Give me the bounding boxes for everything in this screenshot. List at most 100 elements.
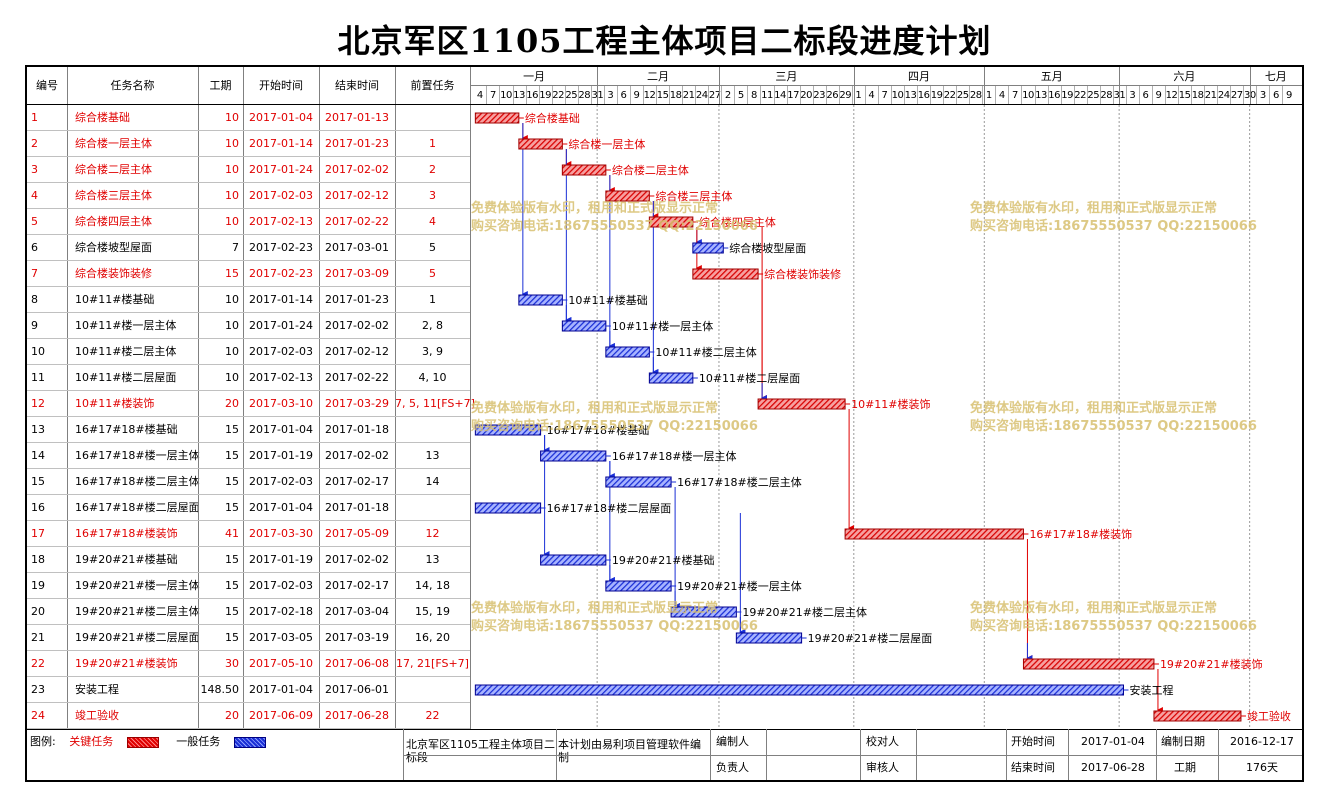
task-duration: 148.50 bbox=[200, 683, 240, 696]
task-duration: 10 bbox=[225, 345, 239, 358]
task-id: 11 bbox=[31, 371, 45, 384]
timeline-month: 五月 bbox=[1040, 70, 1063, 83]
legend-normal-label: 一般任务 bbox=[176, 735, 221, 748]
col-header-id[interactable]: 编号 bbox=[36, 79, 58, 92]
timeline-day: 16 bbox=[917, 90, 930, 101]
gantt-bar[interactable] bbox=[692, 268, 759, 280]
gantt-bar-label: 综合楼坡型屋面 bbox=[729, 241, 806, 255]
task-start: 2017-01-04 bbox=[249, 501, 313, 514]
gantt-bar[interactable] bbox=[561, 320, 607, 332]
timeline-day: 22 bbox=[943, 90, 956, 101]
timeline-day: 14 bbox=[774, 90, 786, 101]
grid-line bbox=[695, 86, 696, 104]
grid-line bbox=[708, 86, 709, 104]
gantt-bar[interactable] bbox=[474, 502, 542, 514]
grid-line bbox=[565, 86, 566, 104]
grid-line bbox=[27, 182, 470, 183]
task-name: 19#20#21#楼二层主体 bbox=[75, 605, 200, 618]
grid-line bbox=[766, 729, 767, 780]
gantt-bar[interactable] bbox=[735, 632, 803, 644]
task-pred: 2 bbox=[429, 163, 436, 176]
gantt-bar[interactable] bbox=[540, 554, 607, 566]
gantt-bar[interactable] bbox=[648, 216, 694, 228]
gantt-bar[interactable] bbox=[518, 138, 563, 150]
task-pred: 1 bbox=[429, 137, 436, 150]
col-header-duration[interactable]: 工期 bbox=[209, 79, 232, 92]
gantt-bar[interactable] bbox=[648, 372, 694, 384]
gantt-bar[interactable] bbox=[474, 684, 1125, 696]
task-name: 综合楼三层主体 bbox=[75, 189, 152, 202]
timeline-day: 28 bbox=[1100, 90, 1113, 101]
timeline-day: 21 bbox=[1204, 90, 1217, 101]
gantt-bar-label: 10#11#楼二层屋面 bbox=[699, 371, 800, 385]
gantt-bar-label: 10#11#楼装饰 bbox=[851, 397, 930, 411]
gantt-bar[interactable] bbox=[474, 424, 542, 436]
task-pred: 13 bbox=[425, 553, 440, 566]
gantt-bar-label: 16#17#18#楼基础 bbox=[547, 423, 650, 437]
grid-line bbox=[591, 86, 592, 104]
grid-line bbox=[1074, 86, 1075, 104]
gantt-bar[interactable] bbox=[540, 450, 607, 462]
grid-line bbox=[916, 729, 917, 780]
gantt-bar-label: 19#20#21#楼装饰 bbox=[1160, 657, 1263, 671]
gantt-bar[interactable] bbox=[757, 398, 846, 410]
gantt-bar[interactable] bbox=[518, 294, 563, 306]
task-id: 16 bbox=[31, 501, 45, 514]
grid-line bbox=[27, 208, 470, 209]
timeline-day: 25 bbox=[1087, 90, 1100, 101]
gantt-bar[interactable] bbox=[844, 528, 1024, 540]
grid-line bbox=[1061, 86, 1062, 104]
grid-line bbox=[995, 86, 996, 104]
timeline-day: 9 bbox=[1155, 90, 1162, 101]
grid-line bbox=[1217, 86, 1218, 104]
task-pred: 22 bbox=[425, 709, 440, 722]
grid-line bbox=[513, 86, 514, 104]
col-header-pred[interactable]: 前置任务 bbox=[410, 79, 455, 92]
grid-line bbox=[27, 286, 470, 287]
timeline-day: 19 bbox=[930, 90, 943, 101]
timeline-day: 11 bbox=[761, 90, 773, 101]
task-id: 12 bbox=[31, 397, 45, 410]
timeline-day: 7 bbox=[489, 90, 496, 101]
gantt-bar[interactable] bbox=[1022, 658, 1155, 670]
task-id: 20 bbox=[31, 605, 45, 618]
task-id: 23 bbox=[31, 683, 45, 696]
grid-line bbox=[826, 86, 827, 104]
task-id: 9 bbox=[31, 319, 38, 332]
timeline-day: 20 bbox=[800, 90, 812, 101]
grid-line bbox=[917, 86, 918, 104]
gantt-bar[interactable] bbox=[474, 112, 520, 124]
timeline-day: 23 bbox=[813, 90, 826, 101]
gantt-bar[interactable] bbox=[605, 190, 650, 202]
footer-reviewer-label: 审核人 bbox=[866, 761, 899, 774]
gantt-bar[interactable] bbox=[1153, 710, 1242, 722]
task-name: 10#11#楼基础 bbox=[75, 293, 155, 306]
grid-line bbox=[1191, 86, 1192, 104]
timeline-day: 12 bbox=[643, 90, 656, 101]
gantt-bar[interactable] bbox=[605, 346, 650, 358]
timeline-day: 22 bbox=[552, 90, 565, 101]
timeline-day: 24 bbox=[695, 90, 708, 101]
col-header-end[interactable]: 结束时间 bbox=[335, 79, 379, 92]
timeline-day: 7 bbox=[881, 90, 888, 101]
task-pred: 4 bbox=[429, 215, 436, 228]
footer-owner-label: 负责人 bbox=[716, 761, 749, 774]
gantt-bar[interactable] bbox=[605, 580, 672, 592]
task-end: 2017-06-01 bbox=[325, 683, 389, 696]
footer-date-label: 编制日期 bbox=[1161, 735, 1205, 748]
task-end: 2017-01-18 bbox=[325, 423, 389, 436]
grid-line bbox=[1126, 86, 1127, 104]
gantt-bar[interactable] bbox=[605, 476, 672, 488]
gantt-bar[interactable] bbox=[692, 242, 724, 254]
task-end: 2017-03-19 bbox=[325, 631, 389, 644]
grid-line bbox=[27, 676, 470, 677]
timeline-day: 22 bbox=[1074, 90, 1087, 101]
grid-line bbox=[1204, 86, 1205, 104]
gantt-bar[interactable] bbox=[561, 164, 607, 176]
col-header-name[interactable]: 任务名称 bbox=[110, 79, 155, 92]
gantt-bar-label: 10#11#楼基础 bbox=[568, 293, 647, 307]
task-name: 10#11#楼一层主体 bbox=[75, 319, 177, 332]
grid-line bbox=[395, 67, 396, 729]
gantt-bar[interactable] bbox=[670, 606, 737, 618]
col-header-start[interactable]: 开始时间 bbox=[259, 79, 303, 92]
